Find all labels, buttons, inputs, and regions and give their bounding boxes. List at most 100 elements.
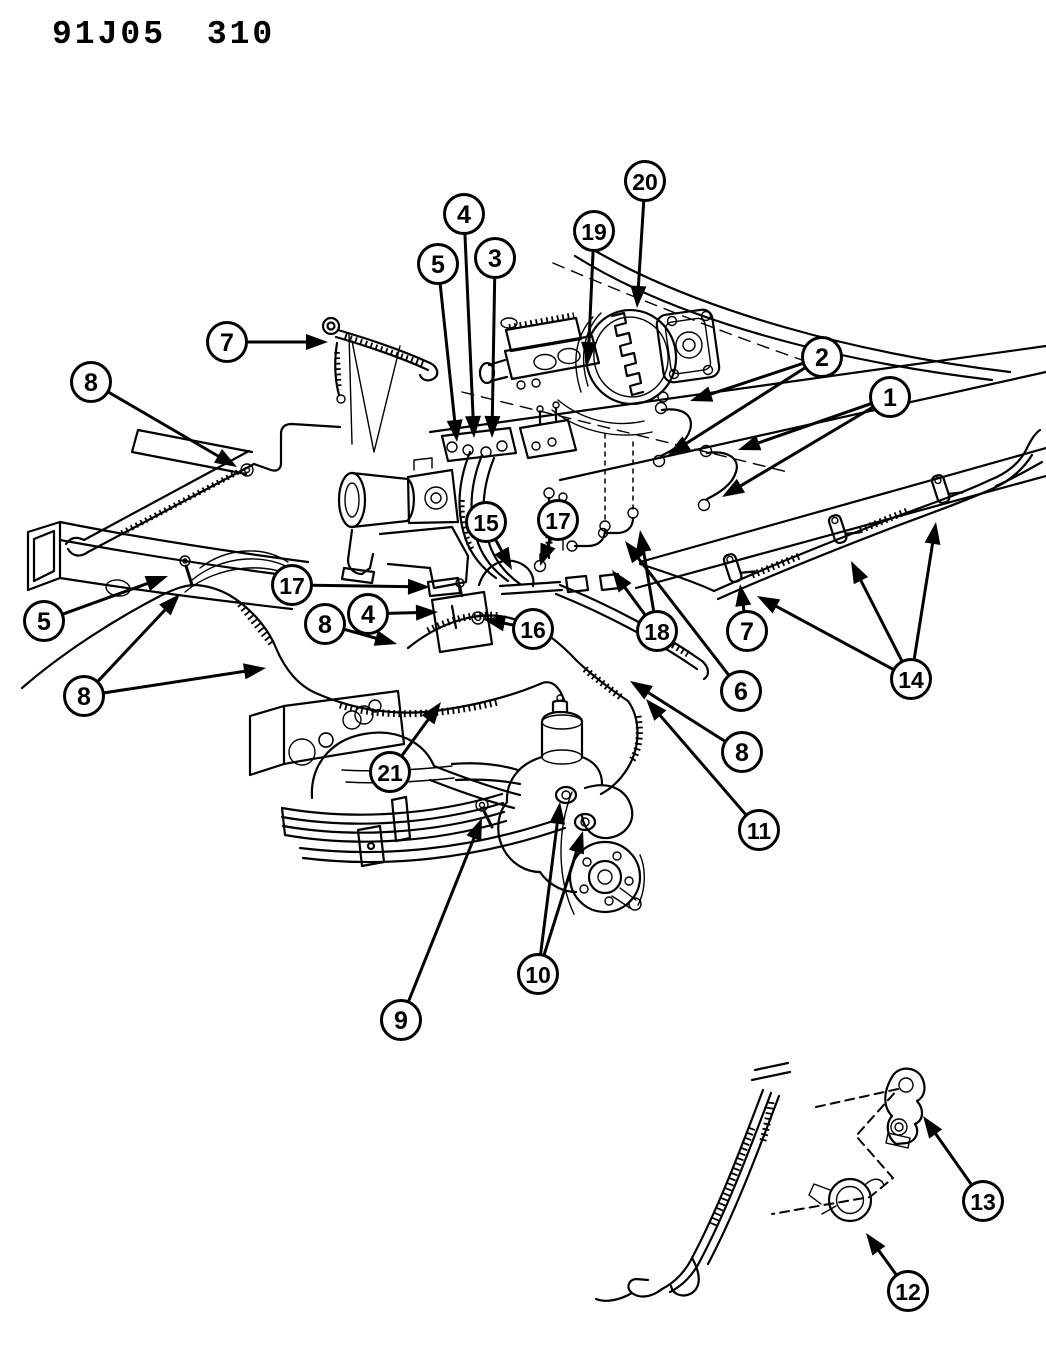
part-number-bubble[interactable]: [890, 658, 932, 700]
part-number-bubble[interactable]: [417, 243, 459, 285]
callout-4[interactable]: 4: [347, 593, 439, 635]
part-number: 17: [545, 508, 571, 534]
arrowhead: [407, 578, 430, 595]
callout-17[interactable]: 17: [537, 499, 579, 567]
callout-21[interactable]: 21: [369, 702, 442, 793]
booster-mounting-plate: [655, 308, 721, 384]
part-number-bubble[interactable]: [206, 321, 248, 363]
callout-3[interactable]: 3: [474, 237, 516, 439]
part-number: 8: [735, 739, 749, 767]
callout-12[interactable]: 12: [866, 1233, 929, 1312]
callout-8[interactable]: 8: [70, 361, 238, 468]
mounting-stud: [184, 564, 194, 587]
part-number: 18: [644, 619, 670, 645]
callout-6[interactable]: 6: [625, 541, 762, 712]
callout-7[interactable]: 7: [206, 321, 329, 363]
check-valve: [657, 391, 669, 403]
part-number-bubble[interactable]: [962, 1180, 1004, 1222]
part-number-bubble[interactable]: [726, 610, 768, 652]
part-number-bubble[interactable]: [738, 809, 780, 851]
callout-18[interactable]: 18: [612, 530, 678, 652]
callout-5[interactable]: 5: [417, 243, 463, 443]
part-number-bubble[interactable]: [380, 999, 422, 1041]
clip-rivet: [831, 516, 839, 525]
callout-8[interactable]: 8: [304, 603, 398, 646]
part-number: 10: [525, 962, 551, 988]
part-number-bubble[interactable]: [304, 603, 346, 645]
part-number-bubble[interactable]: [869, 376, 911, 418]
part-number: 6: [734, 678, 748, 706]
leader-line: [701, 361, 805, 399]
callout-8[interactable]: 8: [630, 681, 763, 773]
arrowhead: [581, 341, 597, 364]
bundle-coils: [708, 1101, 775, 1230]
part-number-bubble[interactable]: [624, 160, 666, 202]
crossmember-edges: [58, 520, 310, 611]
master-cylinder: [478, 312, 601, 390]
wheel-studs: [579, 851, 634, 906]
part-number-bubble[interactable]: [887, 1270, 929, 1312]
part-number-bubble[interactable]: [573, 210, 615, 252]
callout-9[interactable]: 9: [380, 818, 483, 1041]
part-number: 17: [279, 573, 305, 599]
callout-13[interactable]: 13: [923, 1116, 1004, 1222]
part-number-bubble[interactable]: [720, 670, 762, 712]
leader-line: [539, 814, 560, 957]
callout-5[interactable]: 5: [23, 576, 169, 642]
part-number-bubble[interactable]: [70, 361, 112, 403]
part-number: 5: [431, 251, 445, 279]
callout-10[interactable]: 10: [517, 802, 585, 995]
part-number-bubble[interactable]: [512, 608, 554, 650]
clip-pin: [844, 531, 861, 535]
part-number: 4: [361, 601, 375, 629]
callout-1[interactable]: 1: [722, 376, 911, 498]
callout-14[interactable]: 14: [757, 522, 941, 700]
booster-band-zigzag: [610, 311, 645, 397]
callout-17[interactable]: 17: [271, 564, 431, 606]
part-number-bubble[interactable]: [537, 499, 579, 541]
part-number-bubble[interactable]: [23, 600, 65, 642]
arrowhead: [483, 615, 507, 632]
callout-4[interactable]: 4: [443, 193, 485, 439]
banjo-fitting-lower: [573, 812, 597, 832]
plate-outer: [655, 308, 721, 384]
section-line: [461, 391, 793, 474]
clip-body: [722, 553, 743, 584]
part-number-bubble[interactable]: [63, 675, 105, 717]
part-number-bubble[interactable]: [801, 336, 843, 378]
part-number-bubble[interactable]: [721, 731, 763, 773]
stud-head: [179, 555, 191, 567]
callout-2[interactable]: 2: [668, 336, 843, 456]
frame-rail-right: [428, 344, 1046, 590]
arrowhead: [144, 576, 168, 591]
line-clip: [722, 553, 756, 584]
callout-20[interactable]: 20: [624, 160, 666, 309]
hcu-motor-end-inner: [344, 482, 360, 518]
part-number-bubble[interactable]: [636, 610, 678, 652]
callout-8[interactable]: 8: [63, 594, 267, 717]
callout-19[interactable]: 19: [573, 210, 615, 365]
callout-16[interactable]: 16: [483, 608, 554, 650]
junction-tube-run: [498, 572, 622, 596]
part-number-bubble[interactable]: [443, 193, 485, 235]
elbow-fittings: [573, 516, 635, 548]
part-number-bubble[interactable]: [347, 593, 389, 635]
panel-dashed-outline: [771, 1088, 899, 1215]
part-number-bubble[interactable]: [369, 751, 411, 793]
clip-body: [827, 514, 848, 545]
grommet-inner: [835, 1185, 865, 1215]
left-rail-top: [130, 428, 254, 476]
hcu-bracket: [340, 525, 470, 598]
callout-15[interactable]: 15: [465, 501, 513, 571]
outlet-tube-upper: [659, 408, 692, 458]
hub: [587, 859, 623, 895]
callout-7[interactable]: 7: [726, 584, 768, 652]
arrowhead: [540, 542, 556, 566]
arrowhead: [722, 478, 745, 497]
part-number-bubble[interactable]: [465, 501, 507, 543]
part-number-bubble[interactable]: [474, 237, 516, 279]
arrowhead: [690, 386, 714, 402]
part-number-bubble[interactable]: [271, 564, 313, 606]
part-number-bubble[interactable]: [517, 953, 559, 995]
callout-11[interactable]: 11: [646, 699, 780, 851]
